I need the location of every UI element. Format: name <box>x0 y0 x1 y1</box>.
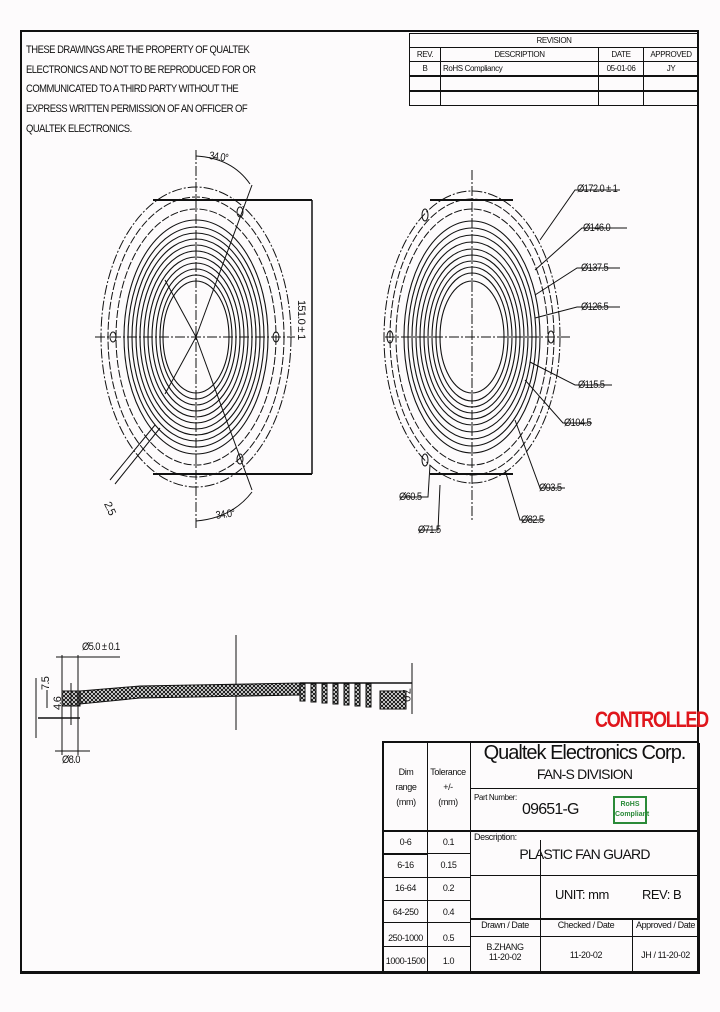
approved-cell <box>643 90 699 106</box>
divider <box>427 853 470 854</box>
revision-row <box>409 75 699 92</box>
tolerance-range-cell: 250-1000 <box>388 933 423 943</box>
notice-line: QUALTEK ELECTRONICS. <box>26 122 132 135</box>
revision-row: B RoHS Compliancy 05-01-06 JY <box>409 61 699 77</box>
drawn-value: B.ZHANG 11-20-02 <box>470 942 540 962</box>
tolerance-range-cell: 1000-1500 <box>385 956 426 966</box>
tolerance-range-cell: 64-250 <box>392 907 419 917</box>
tolerance-range-cell: 0-6 <box>399 837 412 847</box>
description-label: Description: <box>474 832 517 842</box>
drawing-frame <box>20 30 699 974</box>
tolerance-range-cell: 6-16 <box>397 860 414 870</box>
header-line: range <box>395 782 417 792</box>
proprietary-notice: THESE DRAWINGS ARE THE PROPERTY OF QUALT… <box>26 41 256 139</box>
diameter-label: Ø172.0 ± 1 <box>577 183 618 195</box>
approved-header: Approved / Date <box>635 920 696 930</box>
title-block <box>382 741 700 972</box>
checked-value: 11-20-02 <box>569 950 603 960</box>
diameter-label: Ø71.5 <box>418 524 441 536</box>
divider <box>699 743 700 972</box>
tolerance-value-cell: 0.4 <box>442 907 455 917</box>
tolerance-range-cell: 16-64 <box>394 883 417 893</box>
description-value: PLASTIC FAN GUARD <box>519 846 650 862</box>
divider <box>427 743 428 972</box>
divider <box>470 918 699 920</box>
tolerance-value-cell: 0.2 <box>442 883 455 893</box>
divider <box>384 922 470 923</box>
division-name: FAN-S DIVISION <box>536 766 633 782</box>
divider <box>470 875 699 876</box>
drawn-name: B.ZHANG <box>486 942 524 952</box>
notice-line: ELECTRONICS AND NOT TO BE REPRODUCED FOR… <box>26 63 256 76</box>
diameter-label: Ø115.5 <box>578 379 605 391</box>
divider <box>384 853 427 855</box>
divider <box>632 918 633 972</box>
approved-header: APPROVED <box>643 47 699 62</box>
front-view <box>95 150 313 530</box>
part-number-label: Part Number: <box>474 793 517 802</box>
drawn-header: Drawn / Date <box>481 920 529 930</box>
notice-line: THESE DRAWINGS ARE THE PROPERTY OF QUALT… <box>26 44 250 56</box>
tolerance-value-cell: 0.5 <box>442 933 455 943</box>
diameter-label: Ø104.5 <box>564 417 592 429</box>
drawing-frame-bottom <box>20 971 700 974</box>
boss-diameter-label: Ø8.0 <box>62 754 80 766</box>
rohs-line: Compliant <box>615 811 650 818</box>
divider <box>384 830 699 832</box>
section-view <box>35 635 413 755</box>
diameter-label: Ø137.5 <box>581 262 609 274</box>
revision-table: REVISION REV. DESCRIPTION DATE APPROVED … <box>409 33 699 106</box>
unit-label: UNIT: mm <box>555 887 609 902</box>
header-line: +/- <box>443 782 453 792</box>
revision-row <box>409 90 699 106</box>
tolerance-value-cell: 0.1 <box>442 837 455 847</box>
notice-line: COMMUNICATED TO A THIRD PARTY WITHOUT TH… <box>26 83 239 96</box>
angle-top-label: 34.0° <box>208 150 229 165</box>
part-number: 09651-G <box>522 801 579 818</box>
header-line: (mm) <box>396 797 416 807</box>
tolerance-value-cell: 0.15 <box>440 860 457 870</box>
divider <box>384 877 470 878</box>
approved-cell <box>643 75 699 92</box>
divider <box>470 936 699 937</box>
description-header: DESCRIPTION <box>440 47 599 62</box>
diameter-label: Ø93.5 <box>539 482 562 494</box>
diameter-label: Ø146.0 <box>583 222 611 234</box>
height-dimension-label: 151.0 ± 1 <box>295 300 307 340</box>
checked-header: Checked / Date <box>557 920 615 930</box>
diameter-view <box>383 170 627 531</box>
height-inner-label: 4.6 <box>52 696 64 710</box>
diameter-label: Ø60.5 <box>399 491 422 503</box>
height-right-label: 7.0 <box>400 688 412 702</box>
hole-diameter-label: Ø5.0 ± 0.1 <box>82 641 120 653</box>
header-line: Tolerance <box>430 767 466 777</box>
divider <box>470 788 699 789</box>
dim-range-header: Dim range (mm) <box>386 765 426 810</box>
header-line: (mm) <box>438 797 458 807</box>
height-left-label: 7.5 <box>40 676 52 690</box>
revision-label: REV: B <box>642 887 682 902</box>
tolerance-header: Tolerance +/- (mm) <box>427 765 469 810</box>
approved-value: JH / 11-20-02 <box>641 950 690 960</box>
controlled-stamp: CONTROLLED <box>595 707 709 732</box>
divider <box>540 840 541 972</box>
header-line: Dim <box>398 767 414 777</box>
approved-cell: JY <box>643 61 699 77</box>
tolerance-value-cell: 1.0 <box>442 956 455 966</box>
divider <box>384 900 470 901</box>
notice-line: EXPRESS WRITTEN PERMISSION OF AN OFFICER… <box>26 103 248 116</box>
diameter-label: Ø82.5 <box>521 514 544 526</box>
diameter-label: Ø126.5 <box>581 301 609 313</box>
company-name: Qualtek Electronics Corp. <box>483 742 687 764</box>
rohs-line: RoHS <box>620 801 640 808</box>
rohs-compliant-badge: RoHS Compliant <box>613 796 650 824</box>
divider <box>470 743 471 972</box>
drawn-date: 11-20-02 <box>488 952 522 962</box>
divider <box>384 946 470 947</box>
